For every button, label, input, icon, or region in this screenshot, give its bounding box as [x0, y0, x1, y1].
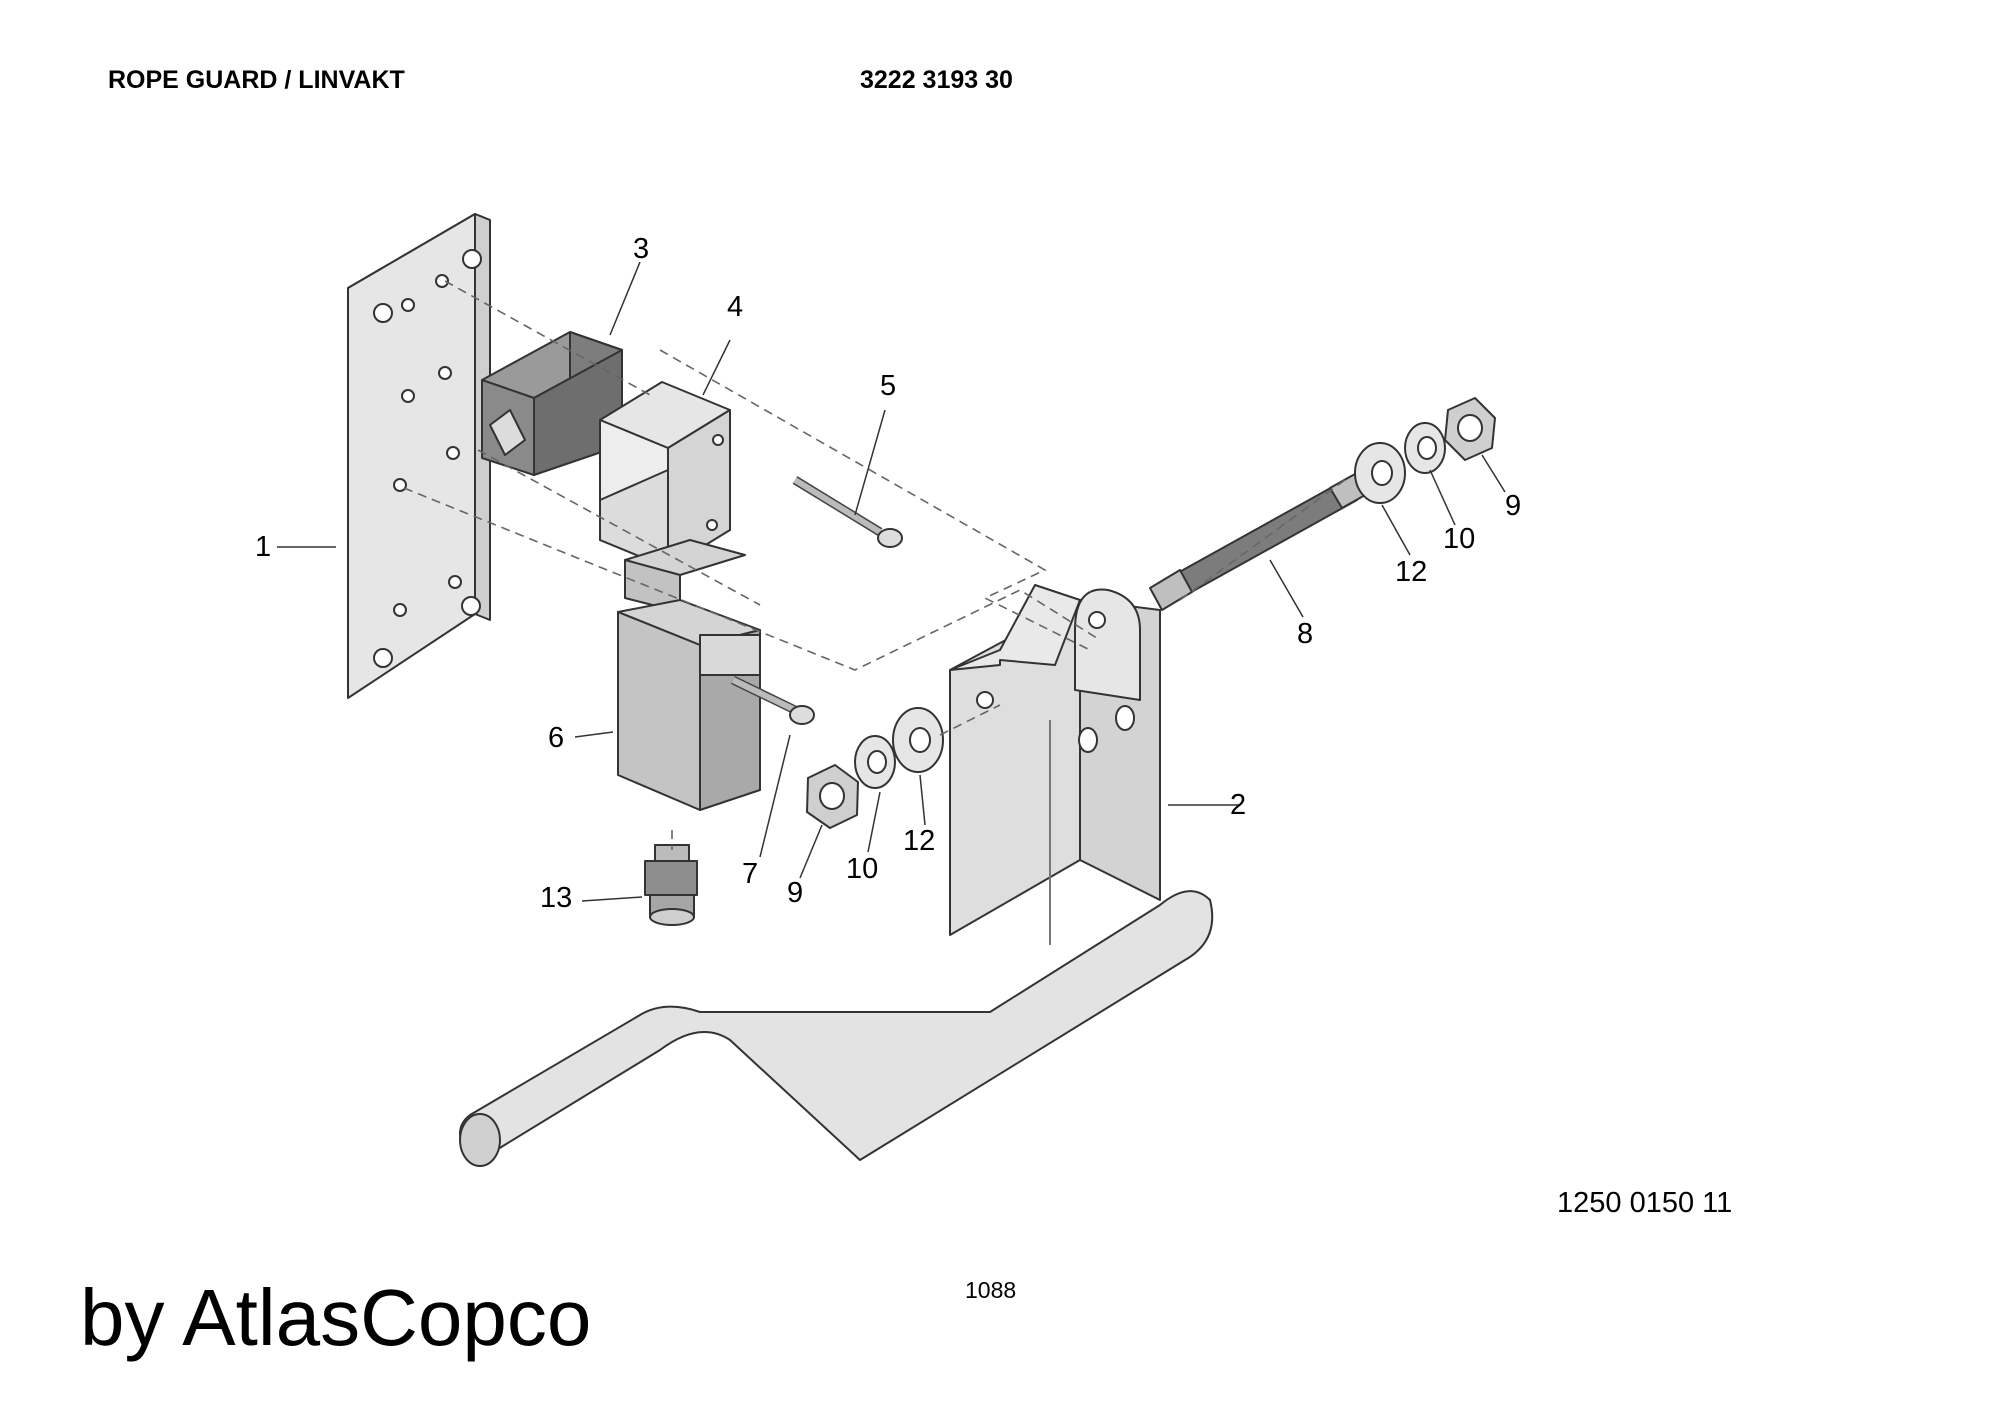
callout-10-left: 10: [846, 853, 879, 885]
page-number: 1088: [965, 1277, 1017, 1303]
mounting-plate: [347, 213, 491, 699]
drawing-number: 1250 0150 11: [1557, 1187, 1733, 1219]
washer-left-small: [854, 735, 896, 789]
callout-13: 13: [540, 882, 573, 914]
bracket: [599, 381, 731, 569]
brand-wordmark: by AtlasCopco: [80, 1273, 592, 1362]
callout-1: 1: [255, 531, 272, 563]
callout-6: 6: [548, 722, 565, 754]
nut-left: [806, 764, 859, 829]
washer-right-small: [1404, 422, 1446, 474]
callout-3: 3: [633, 233, 650, 265]
guard-frame: [459, 584, 1214, 1167]
switch-body: [617, 539, 761, 811]
callout-2: 2: [1230, 789, 1247, 821]
callout-8: 8: [1297, 618, 1314, 650]
callout-9-right: 9: [1505, 490, 1522, 522]
screw-short: [731, 675, 815, 725]
cable-gland: [644, 844, 698, 926]
callout-12-left: 12: [903, 825, 936, 857]
part-number: 3222 3193 30: [860, 66, 1013, 94]
screw-long: [792, 476, 903, 548]
callout-5: 5: [880, 370, 897, 402]
washer-left-large: [892, 707, 944, 773]
callout-9-left: 9: [787, 877, 804, 909]
callout-4: 4: [727, 291, 744, 323]
callout-12-right: 12: [1395, 556, 1428, 588]
page-title: ROPE GUARD / LINVAKT: [108, 66, 405, 94]
nut-right: [1444, 397, 1496, 461]
callout-10-right: 10: [1443, 523, 1476, 555]
callout-7: 7: [742, 858, 759, 890]
washer-right-large: [1354, 442, 1406, 504]
